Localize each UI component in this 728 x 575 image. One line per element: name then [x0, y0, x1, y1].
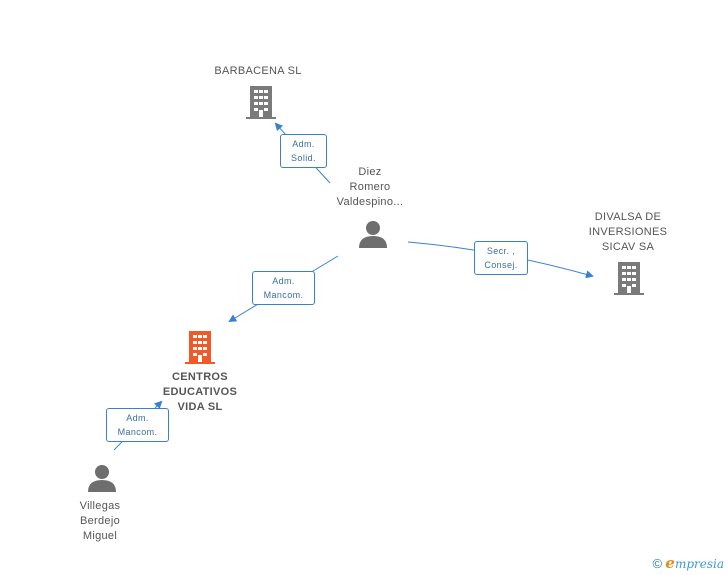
building-icon[interactable] [246, 86, 276, 119]
building-icon[interactable] [614, 262, 644, 295]
edge-label-secr-consej[interactable]: Secr. , Consej. [474, 241, 528, 275]
copyright-symbol: © [652, 556, 663, 571]
footer-brand[interactable]: © empresia [652, 554, 724, 572]
edge-label-adm-solid[interactable]: Adm. Solid. [280, 134, 327, 168]
person-icon[interactable] [87, 464, 117, 492]
edge-label-adm-mancom[interactable]: Adm. Mancom. [106, 408, 169, 442]
person-icon[interactable] [358, 220, 388, 248]
node-label-centros[interactable]: CENTROS EDUCATIVOS VIDA SL [162, 371, 238, 413]
brand-logo: empresia [665, 554, 724, 572]
node-label-divalsa[interactable]: DIVALSA DE INVERSIONES SICAV SA [588, 211, 668, 253]
node-label-diez[interactable]: Diez Romero Valdespino... [336, 166, 404, 208]
edge-label-adm-mancom[interactable]: Adm. Mancom. [252, 271, 315, 305]
node-label-barbacena[interactable]: BARBACENA SL [214, 65, 302, 77]
building-icon-main[interactable] [185, 331, 215, 364]
node-label-villegas[interactable]: Villegas Berdejo Miguel [79, 500, 121, 542]
